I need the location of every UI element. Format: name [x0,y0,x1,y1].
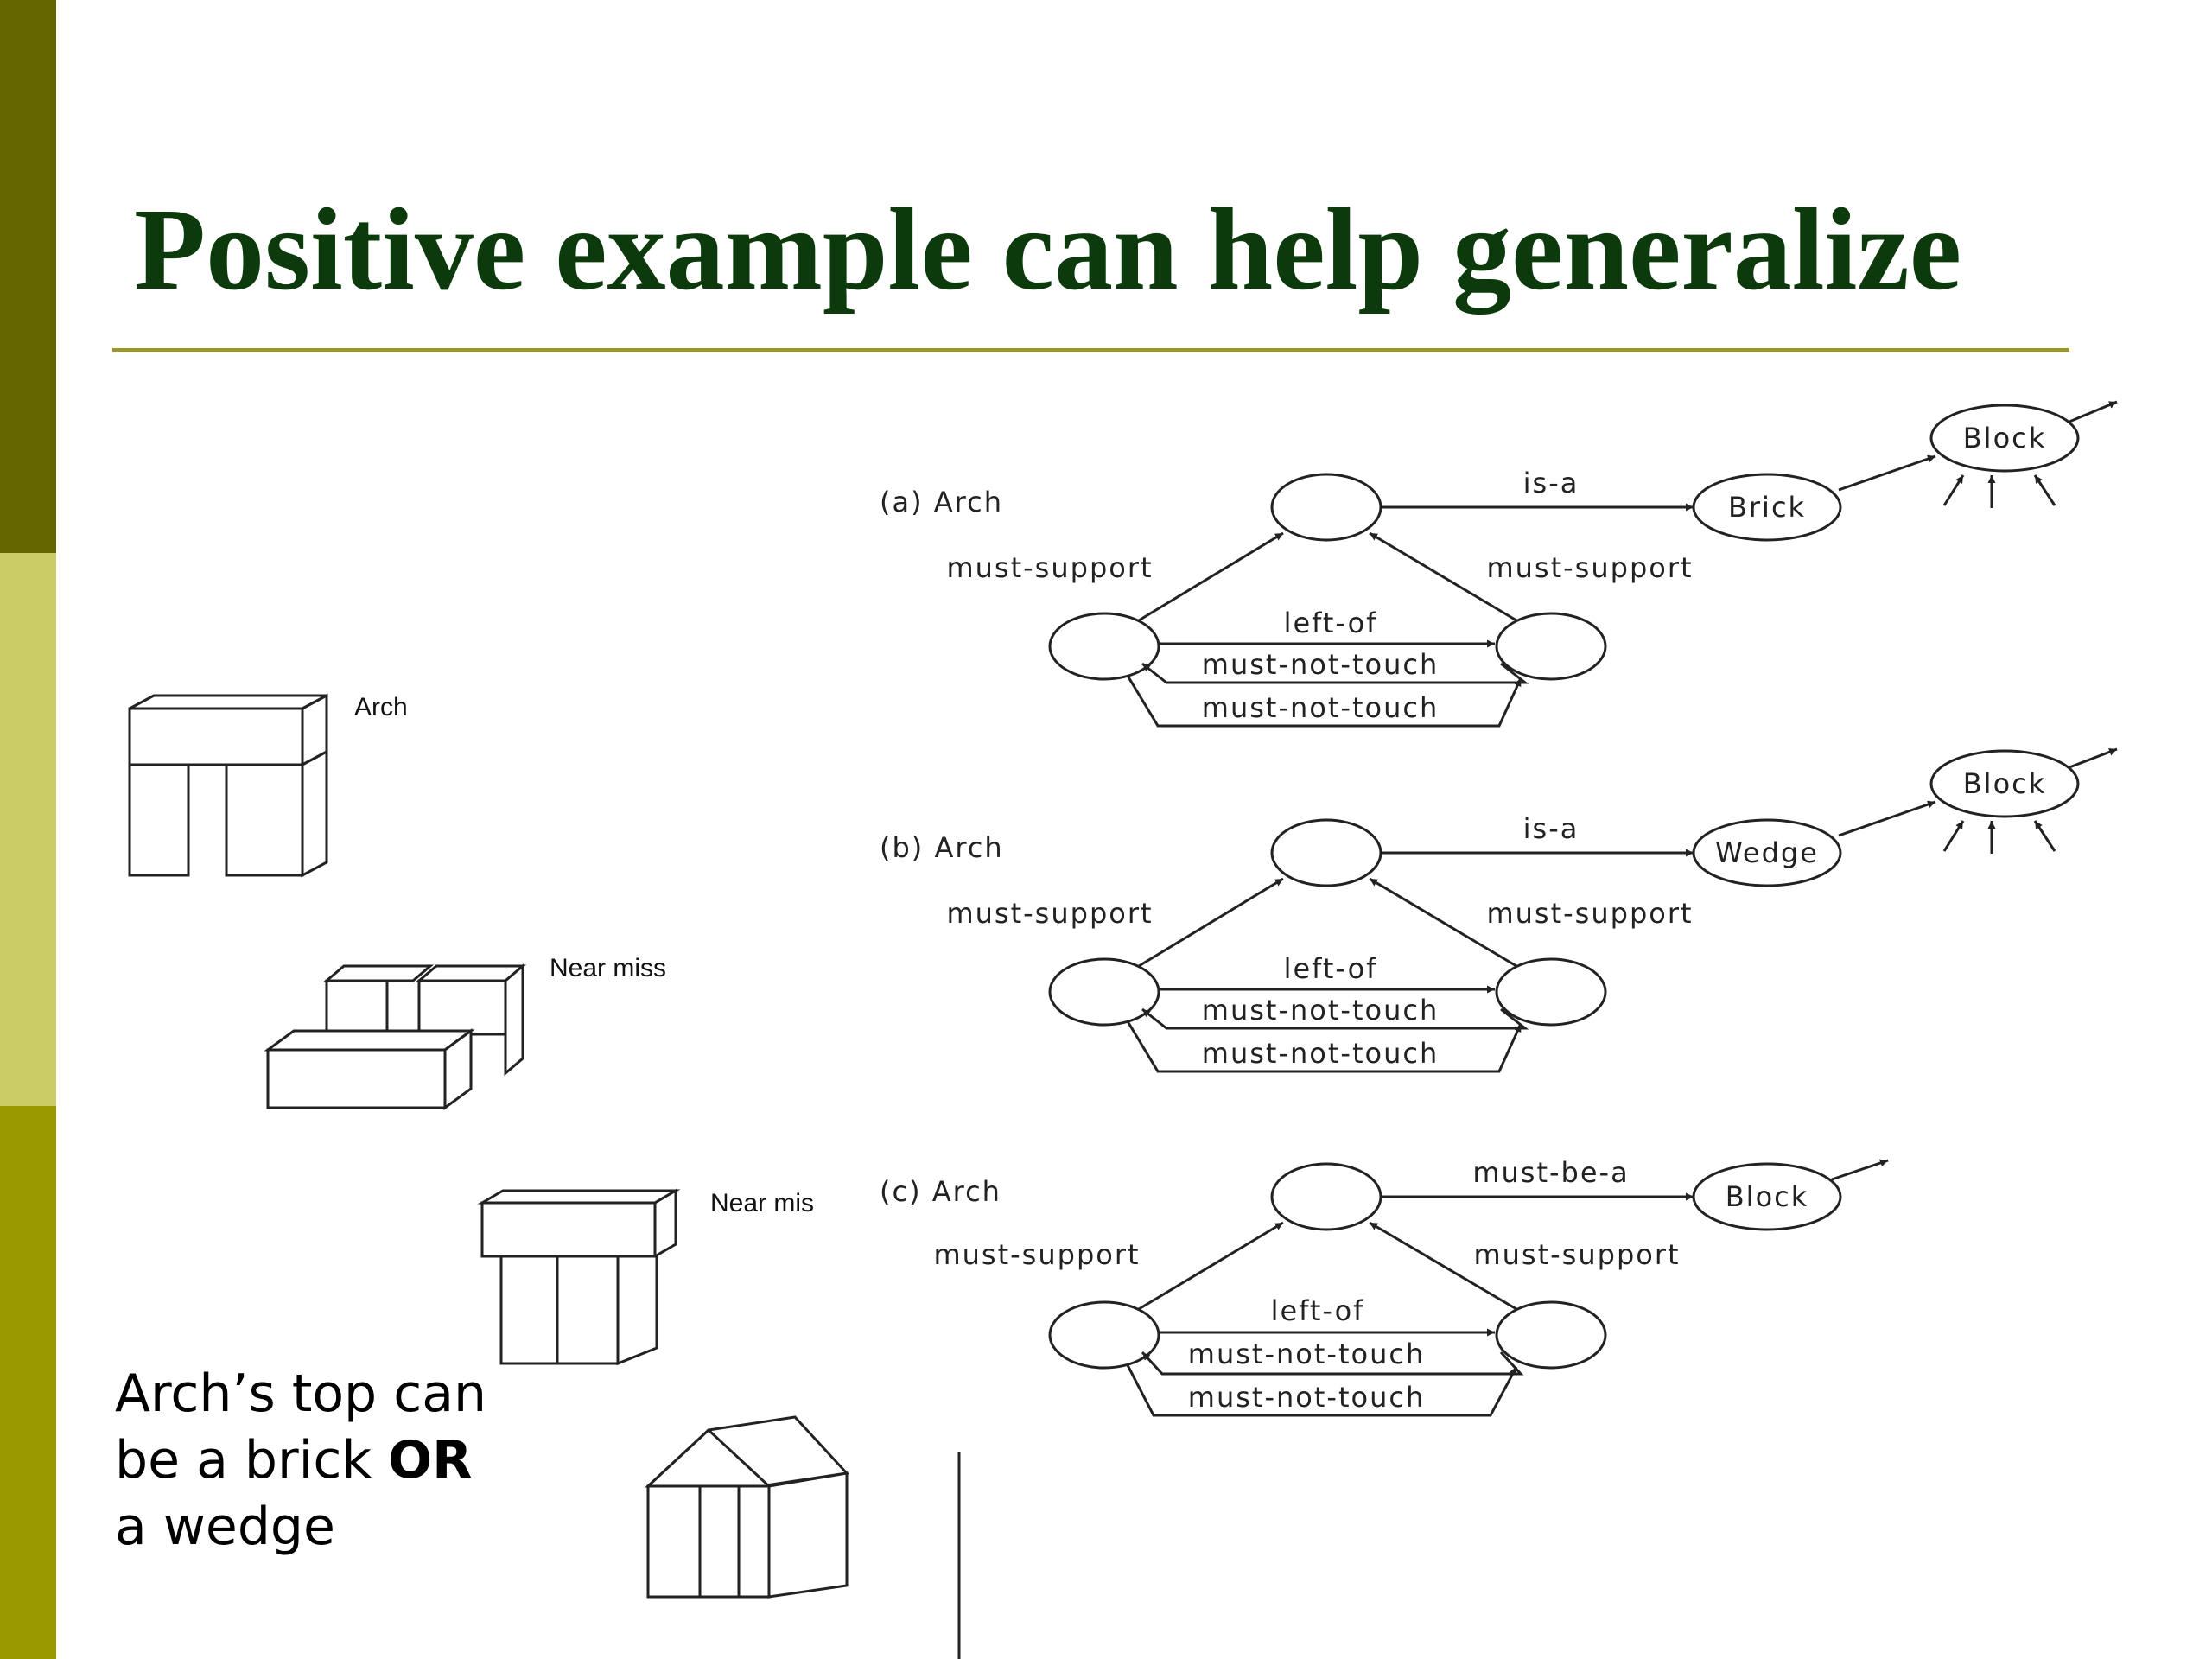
network-b-left-of-label: left-of [1284,952,1378,985]
near-miss-sketch-2: Near mis [477,1188,814,1366]
network-c-label: (c) Arch [880,1175,1001,1208]
network-c-left-edge-label: must-support [933,1238,1140,1271]
network-a-not-touch-label-1: must-not-touch [1202,648,1439,681]
network-a-class-label: Brick [1728,491,1806,524]
arch-sketch-label: Arch [354,693,408,721]
network-b-right-edge-label: must-support [1486,897,1693,930]
slide-title: Positive example can help generalize [134,185,1962,315]
network-b-left-edge-label: must-support [946,897,1153,930]
network-a-super-label: Block [1963,422,2047,454]
network-c-not-touch-label-2: must-not-touch [1188,1381,1425,1414]
arch-sketch: Arch [128,693,408,878]
side-stripe [0,0,56,1659]
network-a-label: (a) Arch [880,486,1003,518]
network-c-right-edge-label: must-support [1473,1238,1680,1271]
network-c-left-node [1048,1300,1160,1370]
network-a-left-node [1048,612,1160,681]
network-a-top-edge-label: is-a [1523,467,1580,499]
near-miss-label-1: Near miss [550,954,666,982]
network-b-super-node [1929,749,2080,818]
caption: Arch’s top can be a brick OR a wedge [115,1361,486,1560]
stripe-segment-dark [0,0,56,553]
network-a-top-node [1270,473,1382,542]
network-c-class-label: Block [1726,1180,1809,1213]
network-c-top-node [1270,1162,1382,1231]
network-b-right-node [1495,957,1607,1027]
caption-emphasis: OR [388,1430,473,1491]
network-c-right-node [1495,1300,1607,1370]
network-b-label: (b) Arch [880,831,1004,864]
near-miss-label-2: Near mis [710,1189,814,1217]
network-b-super-label: Block [1963,767,2047,800]
network-b-not-touch-label-1: must-not-touch [1202,994,1439,1027]
network-a-left-of-label: left-of [1284,607,1378,639]
network-b-top-node [1270,818,1382,887]
caption-line-3: a wedge [115,1497,335,1557]
network-b-left-node [1048,957,1160,1027]
near-miss-sketch-1: Near miss [264,954,666,1110]
stripe-segment-light [0,553,56,1106]
title-rule [112,348,2069,352]
network-a-left-edge-label: must-support [946,551,1153,584]
network-a-not-touch-label-2: must-not-touch [1202,691,1439,724]
stripe-segment-mid [0,1106,56,1659]
network-b-class-label: Wedge [1715,836,1819,869]
network-a-right-node [1495,612,1607,681]
network-c-left-of-label: left-of [1271,1294,1365,1327]
caption-line-2: be a brick [115,1430,389,1491]
network-a-right-edge-label: must-support [1486,551,1693,584]
network-b-not-touch-label-2: must-not-touch [1202,1037,1439,1070]
wedge-arch-sketch [645,1415,850,1599]
network-c-not-touch-label-1: must-not-touch [1188,1338,1425,1370]
network-a-super-node [1929,404,2080,473]
caption-line-1: Arch’s top can [115,1363,486,1424]
network-a: (a) Arch Brick Block is-a must-support m… [880,400,2118,728]
network-b-top-edge-label: is-a [1523,812,1580,845]
network-b: (b) Arch Wedge Block is-a must-support m… [880,747,2118,1073]
network-c-top-edge-label: must-be-a [1472,1156,1629,1189]
network-c: (c) Arch Block must-be-a must-support mu… [880,1156,1889,1417]
